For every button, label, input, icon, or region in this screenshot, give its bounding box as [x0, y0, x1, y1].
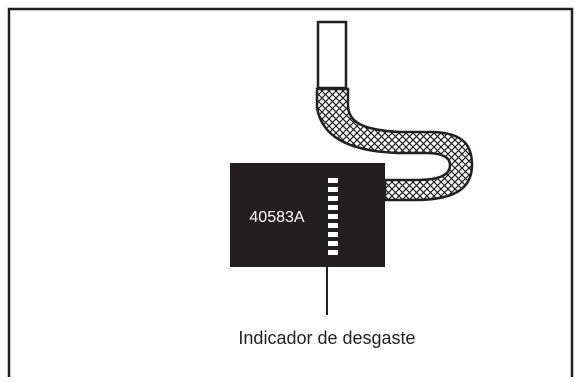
indicator-mark: [328, 205, 338, 210]
wire-terminal: [316, 20, 348, 90]
indicator-mark: [328, 250, 338, 255]
indicator-mark: [328, 232, 338, 237]
frame-border: [7, 7, 574, 377]
indicator-mark: [328, 187, 338, 192]
indicator-mark: [328, 196, 338, 201]
wear-indicator-marks: [328, 178, 338, 255]
indicator-mark: [328, 223, 338, 228]
indicator-mark: [328, 214, 338, 219]
callout-label: Indicador de desgaste: [238, 328, 415, 348]
part-number: 40583A: [249, 209, 304, 226]
indicator-mark: [328, 178, 338, 183]
indicator-mark: [328, 241, 338, 246]
braided-wire: [315, 87, 474, 202]
brake-pad: [230, 163, 385, 267]
